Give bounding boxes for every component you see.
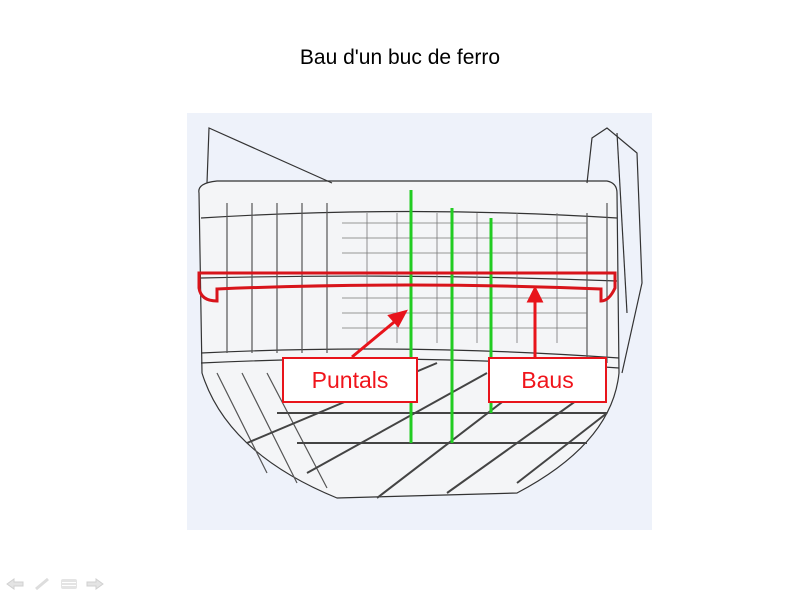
beam-highlight (197, 271, 617, 303)
puntals-label: Puntals (282, 357, 418, 403)
puntals-arrow (351, 316, 400, 359)
baus-label: Baus (488, 357, 607, 403)
slide-title: Bau d'un buc de ferro (299, 46, 501, 69)
ship-hull-drawing (197, 127, 643, 499)
arrow-right-icon[interactable] (86, 577, 104, 595)
menu-icon[interactable] (60, 577, 78, 595)
ship-cross-section-figure: Puntals Baus (187, 113, 652, 530)
arrow-left-icon[interactable] (6, 577, 24, 595)
pen-icon[interactable] (34, 577, 50, 595)
